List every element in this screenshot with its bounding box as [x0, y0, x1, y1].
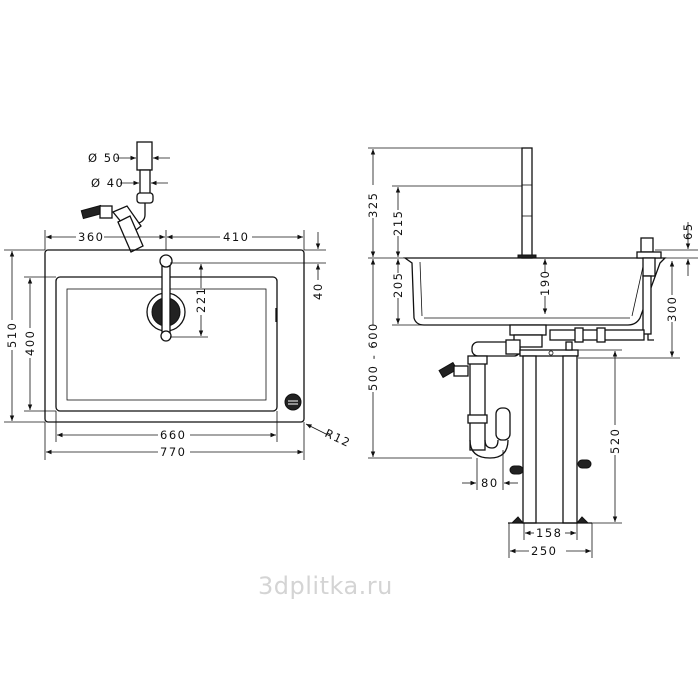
dim-410: 410 [223, 230, 249, 244]
dim-660: 660 [160, 428, 186, 442]
dim-300: 300 [665, 296, 679, 322]
dim-770: 770 [160, 445, 186, 459]
dim-325: 325 [366, 192, 380, 218]
sink-outline-top [44, 249, 305, 423]
stand [508, 341, 592, 524]
dim-r12: R12 [323, 426, 354, 450]
dim-diameter-40: Ø 40 [91, 176, 124, 190]
dim-250: 250 [531, 544, 557, 558]
soap-dispenser [636, 237, 662, 341]
watermark: 3dplitka.ru [258, 572, 393, 600]
dim-500-600: 500 - 600 [366, 322, 380, 391]
dim-205: 205 [391, 272, 405, 298]
dim-diameter-50: Ø 50 [88, 151, 121, 165]
faucet-top [146, 254, 186, 342]
dim-40: 40 [311, 282, 325, 300]
side-view: 325 215 205 190 500 - 600 65 300 520 80 … [366, 147, 698, 558]
dim-158: 158 [536, 526, 562, 540]
top-view: Ø 50 Ø 40 360 410 660 770 510 400 221 40… [4, 141, 354, 460]
faucet-side [517, 147, 537, 259]
dim-400: 400 [23, 330, 37, 356]
dim-520: 520 [608, 428, 622, 454]
sink-bowl-side [402, 257, 667, 348]
drain-pipe-top [80, 141, 154, 253]
dim-360: 360 [78, 230, 104, 244]
dim-215: 215 [391, 210, 405, 236]
overflow-pipe [549, 327, 645, 343]
dim-510: 510 [5, 322, 19, 348]
dim-80: 80 [481, 476, 499, 490]
dim-221: 221 [194, 287, 208, 313]
overflow-icon [284, 393, 302, 411]
siphon-trap [438, 339, 521, 459]
dim-65: 65 [681, 222, 695, 240]
dim-190: 190 [538, 270, 552, 296]
